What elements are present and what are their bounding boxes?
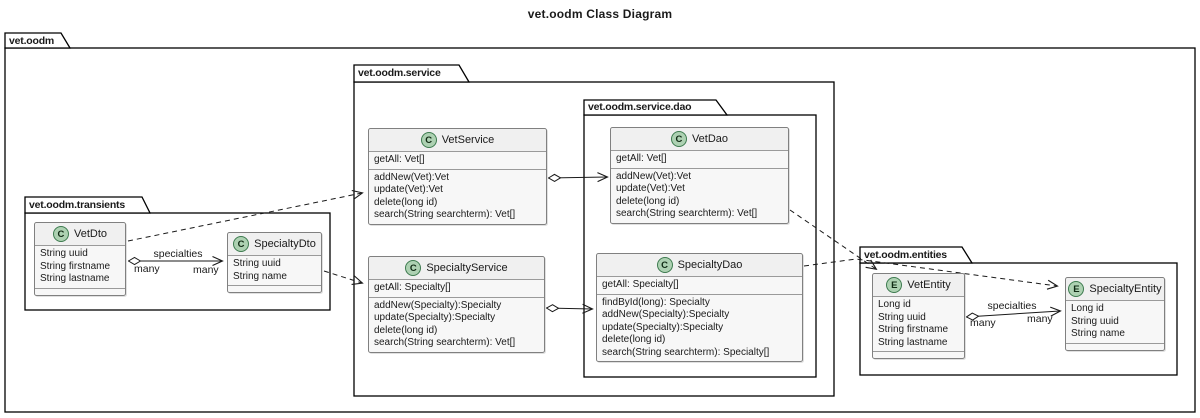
aggregation-specialtyservice-specialtydao xyxy=(546,308,592,309)
attribute-row: String firstname xyxy=(878,324,949,335)
class-stereotype-icon: C xyxy=(52,226,69,242)
class-name: VetService xyxy=(441,134,495,146)
attribute-row: Long id xyxy=(878,299,911,310)
class-stereotype-icon: C xyxy=(405,260,422,276)
cardinality-label: many xyxy=(970,317,996,329)
class-name: SpecialtyService xyxy=(426,262,508,274)
class-vetdto-header: C VetDto xyxy=(35,223,125,245)
class-specialtydao: C SpecialtyDao getAll: Specialty[] findB… xyxy=(596,253,803,362)
method-row: update(Specialty):Specialty xyxy=(374,312,496,323)
attributes-section: Long id String uuid String name xyxy=(1066,300,1164,343)
cardinality-label: many xyxy=(1027,313,1053,325)
attributes-section: Long id String uuid String firstname Str… xyxy=(873,296,964,351)
attribute-row: String name xyxy=(233,270,287,282)
package-label-root: vet.oodm xyxy=(9,35,55,47)
class-specialtydto-header: C SpecialtyDto xyxy=(228,233,321,255)
attribute-row: getAll: Specialty[] xyxy=(602,279,679,290)
method-row: addNew(Specialty):Specialty xyxy=(374,299,502,311)
attribute-row: String uuid xyxy=(878,311,926,323)
entity-stereotype-icon: E xyxy=(886,277,903,293)
attributes-section: String uuid String firstname String last… xyxy=(35,245,125,288)
methods-section-empty xyxy=(35,287,125,295)
methods-section: addNew(Vet):Vet update(Vet):Vet delete(l… xyxy=(369,168,546,224)
attributes-section: getAll: Vet[] xyxy=(369,151,546,169)
dependency-specialtydto-to-specialtyservice xyxy=(323,270,364,285)
attribute-row: getAll: Specialty[] xyxy=(374,282,451,293)
attribute-row: getAll: Vet[] xyxy=(374,154,425,165)
package-label-service: vet.oodm.service xyxy=(358,67,441,79)
class-vetdao-header: C VetDao xyxy=(611,128,788,150)
diagram-title: vet.oodm Class Diagram xyxy=(527,7,673,21)
class-name: SpecialtyDto xyxy=(254,238,316,250)
methods-section: addNew(Specialty):Specialty update(Speci… xyxy=(369,296,544,352)
cardinality-label: many xyxy=(193,264,219,276)
class-specialtyservice: C SpecialtyService getAll: Specialty[] a… xyxy=(368,256,545,353)
class-vetdto: C VetDto String uuid String firstname St… xyxy=(34,222,126,296)
attributes-section: getAll: Specialty[] xyxy=(369,279,544,297)
attribute-row: String firstname xyxy=(40,260,111,272)
class-name: SpecialtyEntity xyxy=(1089,283,1162,295)
attributes-section: getAll: Specialty[] xyxy=(597,276,802,294)
aggregation-vetservice-vetdao xyxy=(548,177,607,178)
association-label-specialties: specialties xyxy=(153,248,203,260)
class-specialtyentity: E SpecialtyEntity Long id String uuid St… xyxy=(1065,277,1165,351)
method-row: addNew(Specialty):Specialty xyxy=(602,309,730,320)
attribute-row: String uuid xyxy=(233,258,281,269)
class-name: SpecialtyDao xyxy=(677,259,743,271)
method-row: search(String searchterm): Vet[] xyxy=(374,337,516,348)
package-label-transients: vet.oodm.transients xyxy=(29,199,125,211)
class-stereotype-icon: C xyxy=(420,132,437,148)
attribute-row: String name xyxy=(1071,328,1125,339)
attribute-row: String lastname xyxy=(878,336,948,348)
association-vetentity-specialtyentity xyxy=(966,311,1060,317)
class-vetservice: C VetService getAll: Vet[] addNew(Vet):V… xyxy=(368,128,547,225)
method-row: addNew(Vet):Vet xyxy=(616,170,692,182)
method-row: update(Vet):Vet xyxy=(616,183,685,194)
method-row: addNew(Vet):Vet xyxy=(374,171,450,183)
class-stereotype-icon: C xyxy=(670,131,687,147)
attribute-row: Long id xyxy=(1071,303,1104,314)
class-vetdao: C VetDao getAll: Vet[] addNew(Vet):Vet u… xyxy=(610,127,789,224)
method-row: update(Specialty):Specialty xyxy=(602,321,724,333)
class-vetentity-header: E VetEntity xyxy=(873,274,964,296)
method-row: search(String searchterm): Vet[] xyxy=(374,209,516,220)
method-row: delete(long id) xyxy=(616,195,680,207)
class-specialtydto: C SpecialtyDto String uuid String name xyxy=(227,232,322,293)
attributes-section: getAll: Vet[] xyxy=(611,150,788,168)
method-row: search(String searchterm): Vet[] xyxy=(616,208,758,219)
class-specialtyentity-header: E SpecialtyEntity xyxy=(1066,278,1164,300)
attribute-row: String uuid xyxy=(1071,315,1119,327)
dependency-vetdto-to-vetservice xyxy=(127,189,364,242)
methods-section: addNew(Vet):Vet update(Vet):Vet delete(l… xyxy=(611,167,788,223)
class-stereotype-icon: C xyxy=(233,236,250,252)
cardinality-label: many xyxy=(134,263,160,275)
method-row: delete(long id) xyxy=(374,196,438,208)
methods-section-empty xyxy=(1066,342,1164,350)
attribute-row: String uuid xyxy=(40,248,88,259)
class-specialtyservice-header: C SpecialtyService xyxy=(369,257,544,279)
class-name: VetDto xyxy=(73,228,108,240)
class-vetservice-header: C VetService xyxy=(369,129,546,151)
methods-section-empty xyxy=(228,285,321,292)
class-vetentity: E VetEntity Long id String uuid String f… xyxy=(872,273,965,359)
method-row: update(Vet):Vet xyxy=(374,184,443,195)
method-row: search(String searchterm): Specialty[] xyxy=(602,346,770,358)
class-name: VetEntity xyxy=(907,279,951,291)
method-row: delete(long id) xyxy=(602,334,666,345)
attribute-row: String lastname xyxy=(40,273,110,284)
class-stereotype-icon: C xyxy=(656,257,673,273)
package-label-entities: vet.oodm.entities xyxy=(864,249,947,261)
association-label-specialties: specialties xyxy=(987,300,1037,312)
methods-section-empty xyxy=(873,351,964,358)
class-name: VetDao xyxy=(691,133,729,145)
method-row: findById(long): Specialty xyxy=(602,296,710,308)
attribute-row: getAll: Vet[] xyxy=(616,153,667,164)
method-row: delete(long id) xyxy=(374,324,438,336)
entity-stereotype-icon: E xyxy=(1068,281,1085,297)
package-label-dao: vet.oodm.service.dao xyxy=(588,101,692,113)
class-specialtydao-header: C SpecialtyDao xyxy=(597,254,802,276)
methods-section: findById(long): Specialty addNew(Special… xyxy=(597,293,802,362)
attributes-section: String uuid String name xyxy=(228,255,321,285)
